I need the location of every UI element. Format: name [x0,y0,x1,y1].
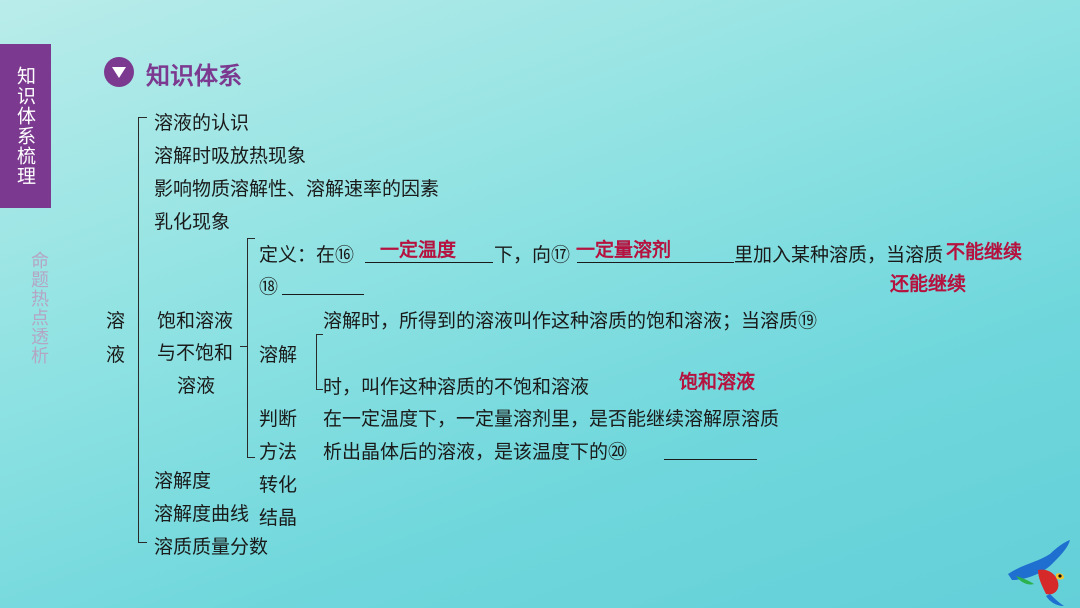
blank-18 [282,294,364,295]
item-mass-fraction: 溶质质量分数 [154,536,269,558]
judge-label-2: 方法 [259,441,298,463]
saturated-brace-tick [240,346,247,347]
convert-label-2: 结晶 [259,507,298,529]
answer-17: 一定量溶剂 [576,239,672,261]
definition-label: 定义：在⑯ [259,244,355,266]
saturated-brace [247,238,255,458]
answer-18: 不能继续 [946,241,1023,263]
item-solubility: 溶解度 [154,470,212,492]
blank-17 [577,262,734,263]
judge-line2: 析出晶体后的溶液，是该温度下的⑳ [323,441,628,463]
item-solution-basics: 溶液的认识 [154,112,250,134]
convert-label-1: 转化 [259,474,298,496]
dissolve-label: 溶解 [259,344,298,366]
blank-16 [365,262,493,263]
definition-line2: 溶解时，所得到的溶液叫作这种溶质的饱和溶液；当溶质⑲ [323,310,818,332]
item-heat-phenomena: 溶解时吸放热现象 [154,145,307,167]
item-saturated-line1: 饱和溶液 [157,310,234,332]
main-brace [138,117,147,543]
answer-16: 一定温度 [380,239,457,261]
item-emulsification: 乳化现象 [154,211,231,233]
item-solubility-curve: 溶解度曲线 [154,503,250,525]
parrot-icon [1008,540,1070,606]
section-title: 知识体系 [146,62,242,90]
definition-mid2: 里加入某种溶质，当溶质 [734,244,944,266]
definition-line3: 时，叫作这种溶质的不饱和溶液 [323,376,590,398]
item-saturated-line2: 与不饱和 [157,342,234,364]
judge-line1: 在一定温度下，一定量溶剂里，是否能继续溶解原溶质 [323,408,780,430]
item-solubility-factors: 影响物质溶解性、溶解速率的因素 [154,178,440,200]
number-18: ⑱ [259,276,279,298]
answer-20: 饱和溶液 [679,371,756,393]
blank-20 [664,459,757,460]
judge-label-1: 判断 [259,408,298,430]
answer-19: 还能继续 [890,273,967,295]
sidebar-tab-knowledge-system[interactable]: 知识体系梳理 [0,44,51,208]
item-saturated-line3: 溶液 [177,375,216,397]
definition-mid1: 下，向⑰ [494,244,571,266]
root-char-1: 溶 [106,310,126,332]
triangle-down-icon [104,57,134,87]
root-char-2: 液 [106,344,126,366]
sidebar-tab-hot-topics[interactable]: 命题热点透析 [28,251,49,365]
dissolve-brace [316,334,323,390]
